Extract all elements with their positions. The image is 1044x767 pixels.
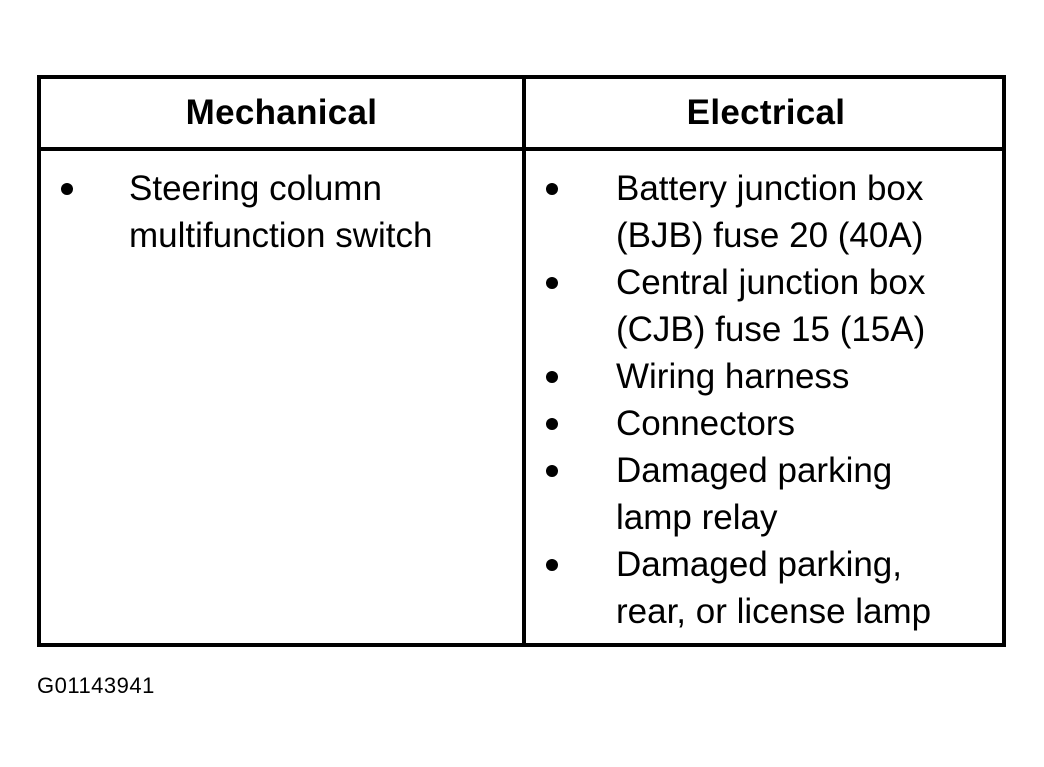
- list-item: Central junction box (CJB) fuse 15 (15A): [526, 259, 1006, 353]
- mechanical-list: Steering column multifunction switch: [41, 165, 522, 259]
- item-line: lamp relay: [616, 498, 778, 537]
- bullet-icon: [546, 371, 558, 383]
- figure-id: G01143941: [37, 673, 155, 698]
- list-item: Wiring harness: [526, 353, 1006, 400]
- header-rule: [41, 147, 1002, 151]
- electrical-cell: Battery junction box (BJB) fuse 20 (40A)…: [526, 165, 1006, 635]
- header-mechanical: Mechanical: [185, 93, 378, 132]
- item-line: rear, or license lamp: [616, 592, 932, 631]
- item-line: Battery junction box: [616, 169, 924, 208]
- bullet-icon: [61, 183, 73, 195]
- item-line: Connectors: [616, 404, 795, 443]
- electrical-list: Battery junction box (BJB) fuse 20 (40A)…: [526, 165, 1006, 635]
- item-line: Damaged parking,: [616, 545, 902, 584]
- mechanical-cell: Steering column multifunction switch: [41, 165, 522, 259]
- list-item: Connectors: [526, 400, 1006, 447]
- column-divider: [522, 79, 526, 643]
- item-line: Damaged parking: [616, 451, 893, 490]
- bullet-icon: [546, 183, 558, 195]
- list-item: Damaged parking, rear, or license lamp: [526, 541, 1006, 635]
- item-line: Central junction box: [616, 263, 926, 302]
- item-line: (BJB) fuse 20 (40A): [616, 216, 924, 255]
- list-item: Steering column multifunction switch: [41, 165, 522, 259]
- bullet-icon: [546, 418, 558, 430]
- bullet-icon: [546, 277, 558, 289]
- list-item: Battery junction box (BJB) fuse 20 (40A): [526, 165, 1006, 259]
- inspection-table: Mechanical Electrical Steering column mu…: [37, 75, 1006, 647]
- header-electrical: Electrical: [686, 93, 846, 132]
- item-line: Steering column: [129, 169, 382, 208]
- item-line: (CJB) fuse 15 (15A): [616, 310, 926, 349]
- bullet-icon: [546, 559, 558, 571]
- list-item: Damaged parking lamp relay: [526, 447, 1006, 541]
- bullet-icon: [546, 465, 558, 477]
- item-line: multifunction switch: [129, 216, 433, 255]
- item-line: Wiring harness: [616, 357, 850, 396]
